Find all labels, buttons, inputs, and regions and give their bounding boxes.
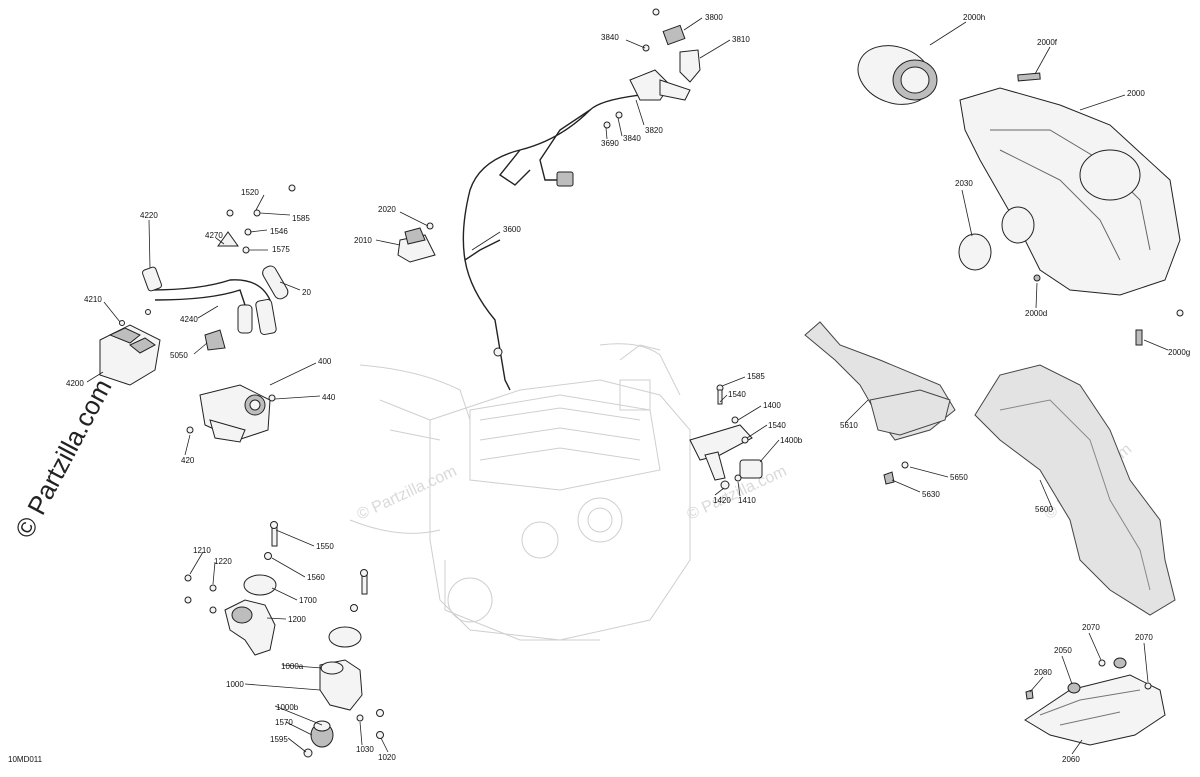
- watermark-faint: © Partzilla.com: [685, 463, 790, 524]
- part-number-label: 440: [322, 393, 336, 402]
- part-number-label: 1570: [275, 718, 293, 727]
- part-number-label: 3820: [645, 126, 663, 135]
- part-number-label: 4270: [205, 231, 223, 240]
- part-number-label: 1420: [713, 496, 731, 505]
- part-number-label: 1575: [272, 245, 290, 254]
- part-number-label: 1030: [356, 745, 374, 754]
- part-number-label: 2000h: [963, 13, 985, 22]
- engine-ghost: [349, 343, 691, 641]
- part-number-label: 5600: [1035, 505, 1053, 514]
- part-number-label: 4200: [66, 379, 84, 388]
- part-number-label: 420: [181, 456, 195, 465]
- part-number-label: 1595: [270, 735, 288, 744]
- part-number-label: 1550: [316, 542, 334, 551]
- part-number-label: 1000a: [281, 662, 304, 671]
- part-number-label: 2070: [1082, 623, 1100, 632]
- part-number-label: 5610: [840, 421, 858, 430]
- part-number-label: 1200: [288, 615, 306, 624]
- watermark-faint: © Partzilla.com: [355, 463, 460, 524]
- part-number-label: 1410: [738, 496, 756, 505]
- part-number-label: 20: [302, 288, 311, 297]
- part-number-label: 3800: [705, 13, 723, 22]
- part-number-label: 3840: [623, 134, 641, 143]
- part-number-label: 2080: [1034, 668, 1052, 677]
- ignition-coil-4200: [99, 184, 296, 386]
- watermark-main: © Partzilla.com: [9, 374, 118, 543]
- part-number-label: 1540: [768, 421, 786, 430]
- part-number-label: 2060: [1062, 755, 1080, 764]
- part-number-label: 1400b: [780, 436, 803, 445]
- part-number-label: 2000d: [1025, 309, 1047, 318]
- part-number-label: 1400: [763, 401, 781, 410]
- watermarks: © Partzilla.com © Partzilla.com © Partzi…: [9, 374, 1135, 543]
- part-number-label: 3840: [601, 33, 619, 42]
- wiring-harness-3600: [462, 94, 641, 391]
- part-number-label: 1220: [214, 557, 232, 566]
- part-number-label: 1700: [299, 596, 317, 605]
- part-labels: 3800 3840 3810 3820 3840 3690 2000h 2000f 2000 20…: [66, 13, 1190, 764]
- part-number-label: 1585: [292, 214, 310, 223]
- part-number-label: 2010: [354, 236, 372, 245]
- part-number-label: 1210: [193, 546, 211, 555]
- leader-lines: [86, 17, 1169, 755]
- part-number-label: 2030: [955, 179, 973, 188]
- part-number-label: 1540: [728, 390, 746, 399]
- part-number-label: 1020: [378, 753, 396, 762]
- diagram-code: 10MD011: [8, 755, 43, 764]
- bracket-1400: [689, 384, 763, 490]
- part-number-label: 2000: [1127, 89, 1145, 98]
- part-number-label: 400: [318, 357, 332, 366]
- part-number-label: 2000g: [1168, 348, 1190, 357]
- part-number-label: 5650: [950, 473, 968, 482]
- skid-plate-2060: [1024, 657, 1166, 746]
- bracket-2010: [397, 222, 436, 263]
- exhaust-shield-5600: [974, 364, 1176, 616]
- part-number-label: 3810: [732, 35, 750, 44]
- part-number-label: 2020: [378, 205, 396, 214]
- part-number-label: 2050: [1054, 646, 1072, 655]
- part-number-label: 3600: [503, 225, 521, 234]
- part-number-label: 1585: [747, 372, 765, 381]
- part-number-label: 2070: [1135, 633, 1153, 642]
- part-number-label: 5050: [170, 351, 188, 360]
- part-number-label: 2000f: [1037, 38, 1058, 47]
- part-number-label: 5630: [922, 490, 940, 499]
- part-number-label: 4240: [180, 315, 198, 324]
- air-intake-2000: [857, 45, 1184, 346]
- actuator-400: [186, 384, 276, 443]
- part-number-label: 1546: [270, 227, 288, 236]
- part-number-label: 4210: [84, 295, 102, 304]
- part-number-label: 1560: [307, 573, 325, 582]
- part-number-label: 1000: [226, 680, 244, 689]
- part-number-label: 1000b: [276, 703, 299, 712]
- heat-shield-5610: [804, 321, 956, 485]
- part-number-label: 4220: [140, 211, 158, 220]
- part-number-label: 3690: [601, 139, 619, 148]
- part-number-label: 1520: [241, 188, 259, 197]
- bracket-3820: [603, 8, 701, 129]
